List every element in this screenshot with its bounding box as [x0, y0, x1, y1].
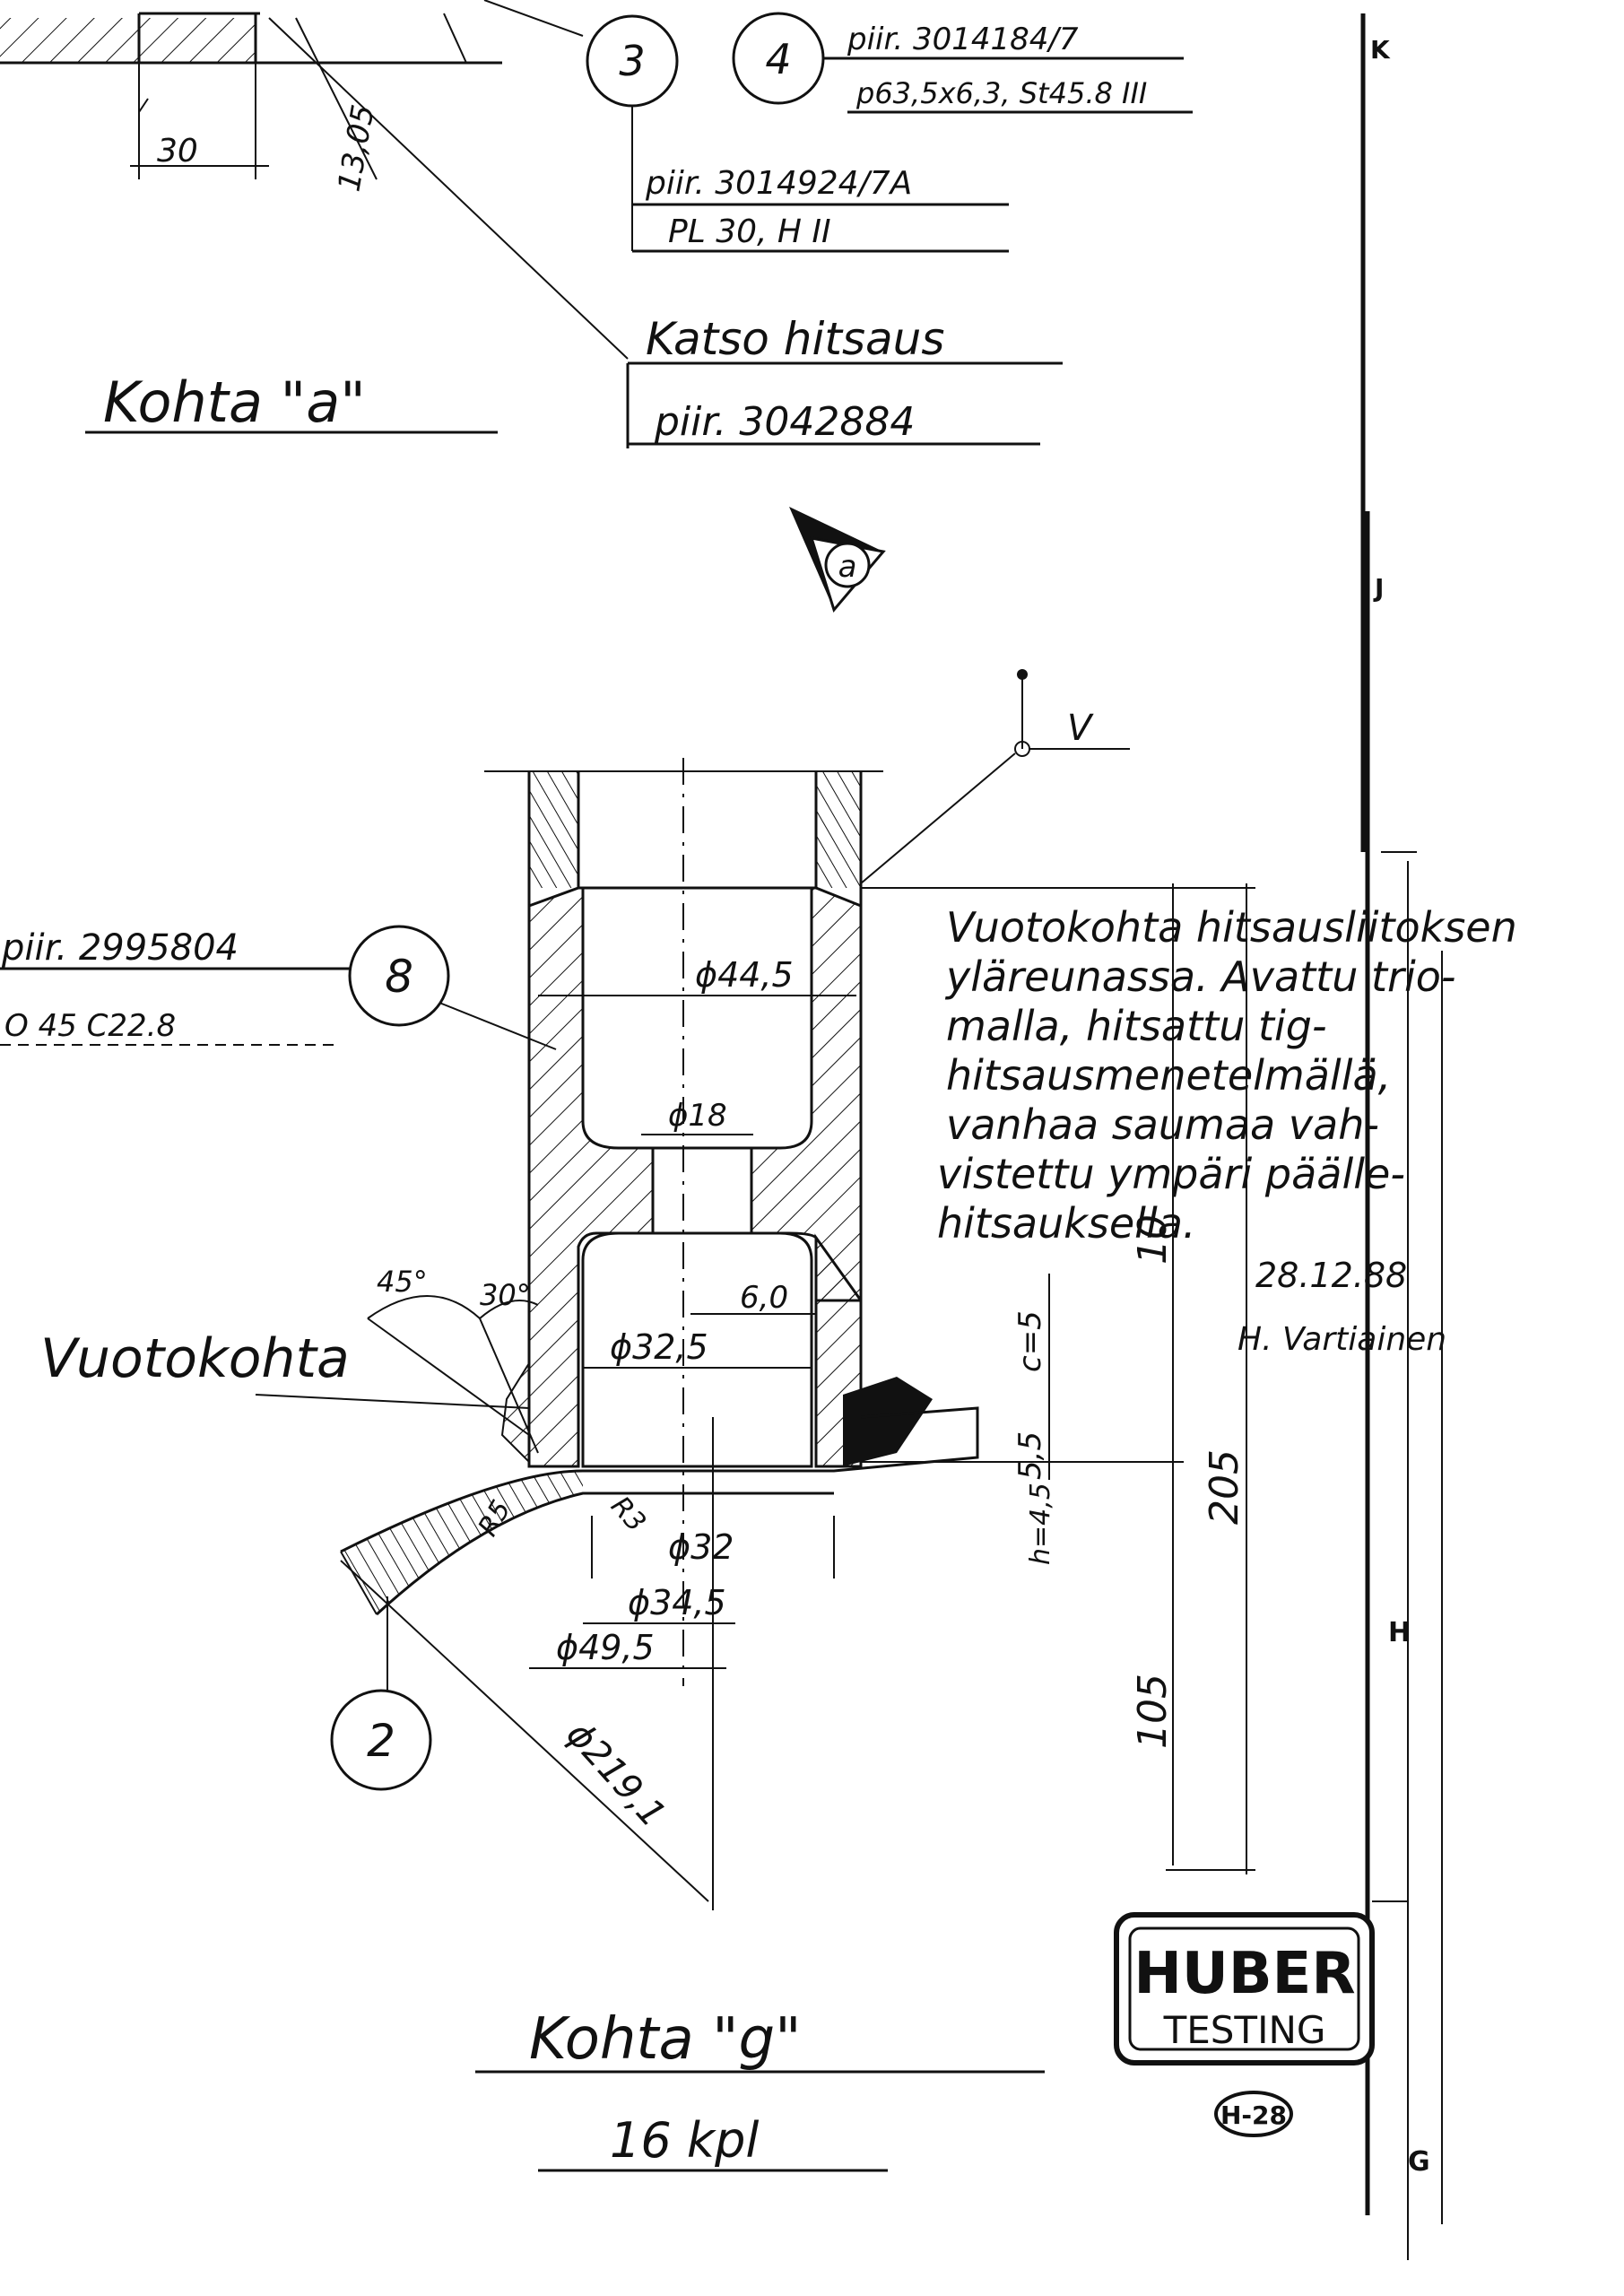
angle-45: 45° [377, 1265, 428, 1299]
view-title-a: Kohta "a" [103, 370, 366, 435]
dim-30: 30 [157, 133, 198, 170]
note-date: 28.12.88 [1255, 1256, 1407, 1295]
zone-k-label: K [1370, 35, 1391, 65]
dim-205: 205 [1202, 1449, 1247, 1525]
dim-c5: c=5 [1012, 1310, 1048, 1372]
dim-h4-5: h=4,5 [1025, 1483, 1056, 1565]
dim-d44-5: ϕ44,5 [695, 955, 794, 995]
zone-g-label: G [1408, 2146, 1430, 2178]
dim-d49-5: ϕ49,5 [556, 1628, 655, 1667]
huber-testing-stamp: HUBER TESTING H-28 [1114, 1912, 1375, 2137]
balloon-3-number: 3 [619, 37, 645, 85]
note-line-6: vistettu ympäri päälle- [937, 1150, 1405, 1198]
dim-r3: R3 [604, 1491, 652, 1538]
weld-ref-line1: Katso hitsaus [646, 313, 944, 365]
view-marker-a: a [789, 507, 886, 613]
note-line-4: hitsausmenetelmällä, [946, 1051, 1391, 1100]
item8-drawing: piir. 2995804 [1, 927, 239, 969]
tube-wall-right [816, 771, 861, 888]
dim-d219-1: ϕ219,1 [559, 1714, 673, 1835]
item4-drawing: piir. 3014184/7 [847, 22, 1079, 57]
note-signature: H. Vartiainen [1238, 1321, 1446, 1358]
pipe-section [341, 1471, 583, 1614]
neck-bore [651, 1146, 753, 1235]
dim-10: 10 [1130, 1214, 1176, 1265]
balloon-8-number: 8 [385, 951, 413, 1003]
tube-wall-left [529, 771, 578, 888]
item3-spec: PL 30, H II [668, 213, 831, 250]
stamp-code: H-28 [1220, 2100, 1287, 2130]
dim-13-05: 13,05 [331, 102, 381, 195]
zone-j-label: J [1373, 573, 1384, 603]
zone-h-label: H [1388, 1617, 1411, 1648]
top-detail: 30 13,05 3 piir. 3014924/7A PL 30, H II … [0, 0, 1193, 613]
balloon-2 [330, 1689, 432, 1791]
item4-spec: p63,5x6,3, St45.8 III [855, 76, 1147, 110]
dim-6-0: 6,0 [740, 1280, 788, 1316]
dim-d34-5: ϕ34,5 [628, 1583, 726, 1622]
weld-left [500, 1360, 530, 1465]
dim-d32: ϕ32 [668, 1527, 734, 1567]
note-line-5: vanhaa saumaa vah- [946, 1100, 1379, 1149]
weld-symbol-leader [860, 752, 1016, 884]
note-line-2: yläreunassa. Avattu trio- [944, 952, 1455, 1001]
angle-30: 30° [480, 1278, 531, 1312]
note-line-3: malla, hitsattu tig- [946, 1002, 1327, 1050]
stamp-code-oval [1214, 2091, 1293, 2137]
view-marker-letter: a [838, 549, 857, 585]
note-line-1: Vuotokohta hitsausliitoksen [946, 903, 1517, 952]
leak-label: Vuotokohta [40, 1327, 350, 1390]
dim-d32-5: ϕ32,5 [610, 1327, 708, 1367]
balloon-2-number: 2 [367, 1715, 395, 1767]
repair-note: Vuotokohta hitsausliitoksen yläreunassa.… [937, 903, 1517, 1358]
upper-bore [581, 886, 813, 1150]
stamp-brand-bottom: TESTING [1163, 2008, 1326, 2052]
balloon-8 [348, 925, 450, 1027]
item3-drawing: piir. 3014924/7A [645, 165, 912, 202]
stamp-brand-top: HUBER [1133, 1941, 1355, 2007]
balloon-4-number: 4 [765, 35, 791, 83]
weld-symbol: V [1067, 708, 1094, 749]
lower-bore [581, 1231, 813, 1468]
dim-d18: ϕ18 [668, 1098, 727, 1134]
dim-105: 105 [1130, 1674, 1176, 1749]
weld-ref-line2: piir. 3042884 [654, 399, 915, 445]
stamp-frame [1114, 1912, 1375, 2066]
view-title-g: Kohta "g" [529, 2006, 802, 2073]
plate-hatch [0, 18, 256, 63]
dim-5-5: 5,5 [1012, 1431, 1048, 1480]
leader-weld-ref [268, 17, 629, 360]
quantity: 16 kpl [610, 2112, 759, 2169]
item8-spec: O 45 C22.8 [4, 1008, 176, 1044]
note-line-7: hitsauksella. [937, 1199, 1196, 1248]
weld-right [843, 1377, 933, 1466]
